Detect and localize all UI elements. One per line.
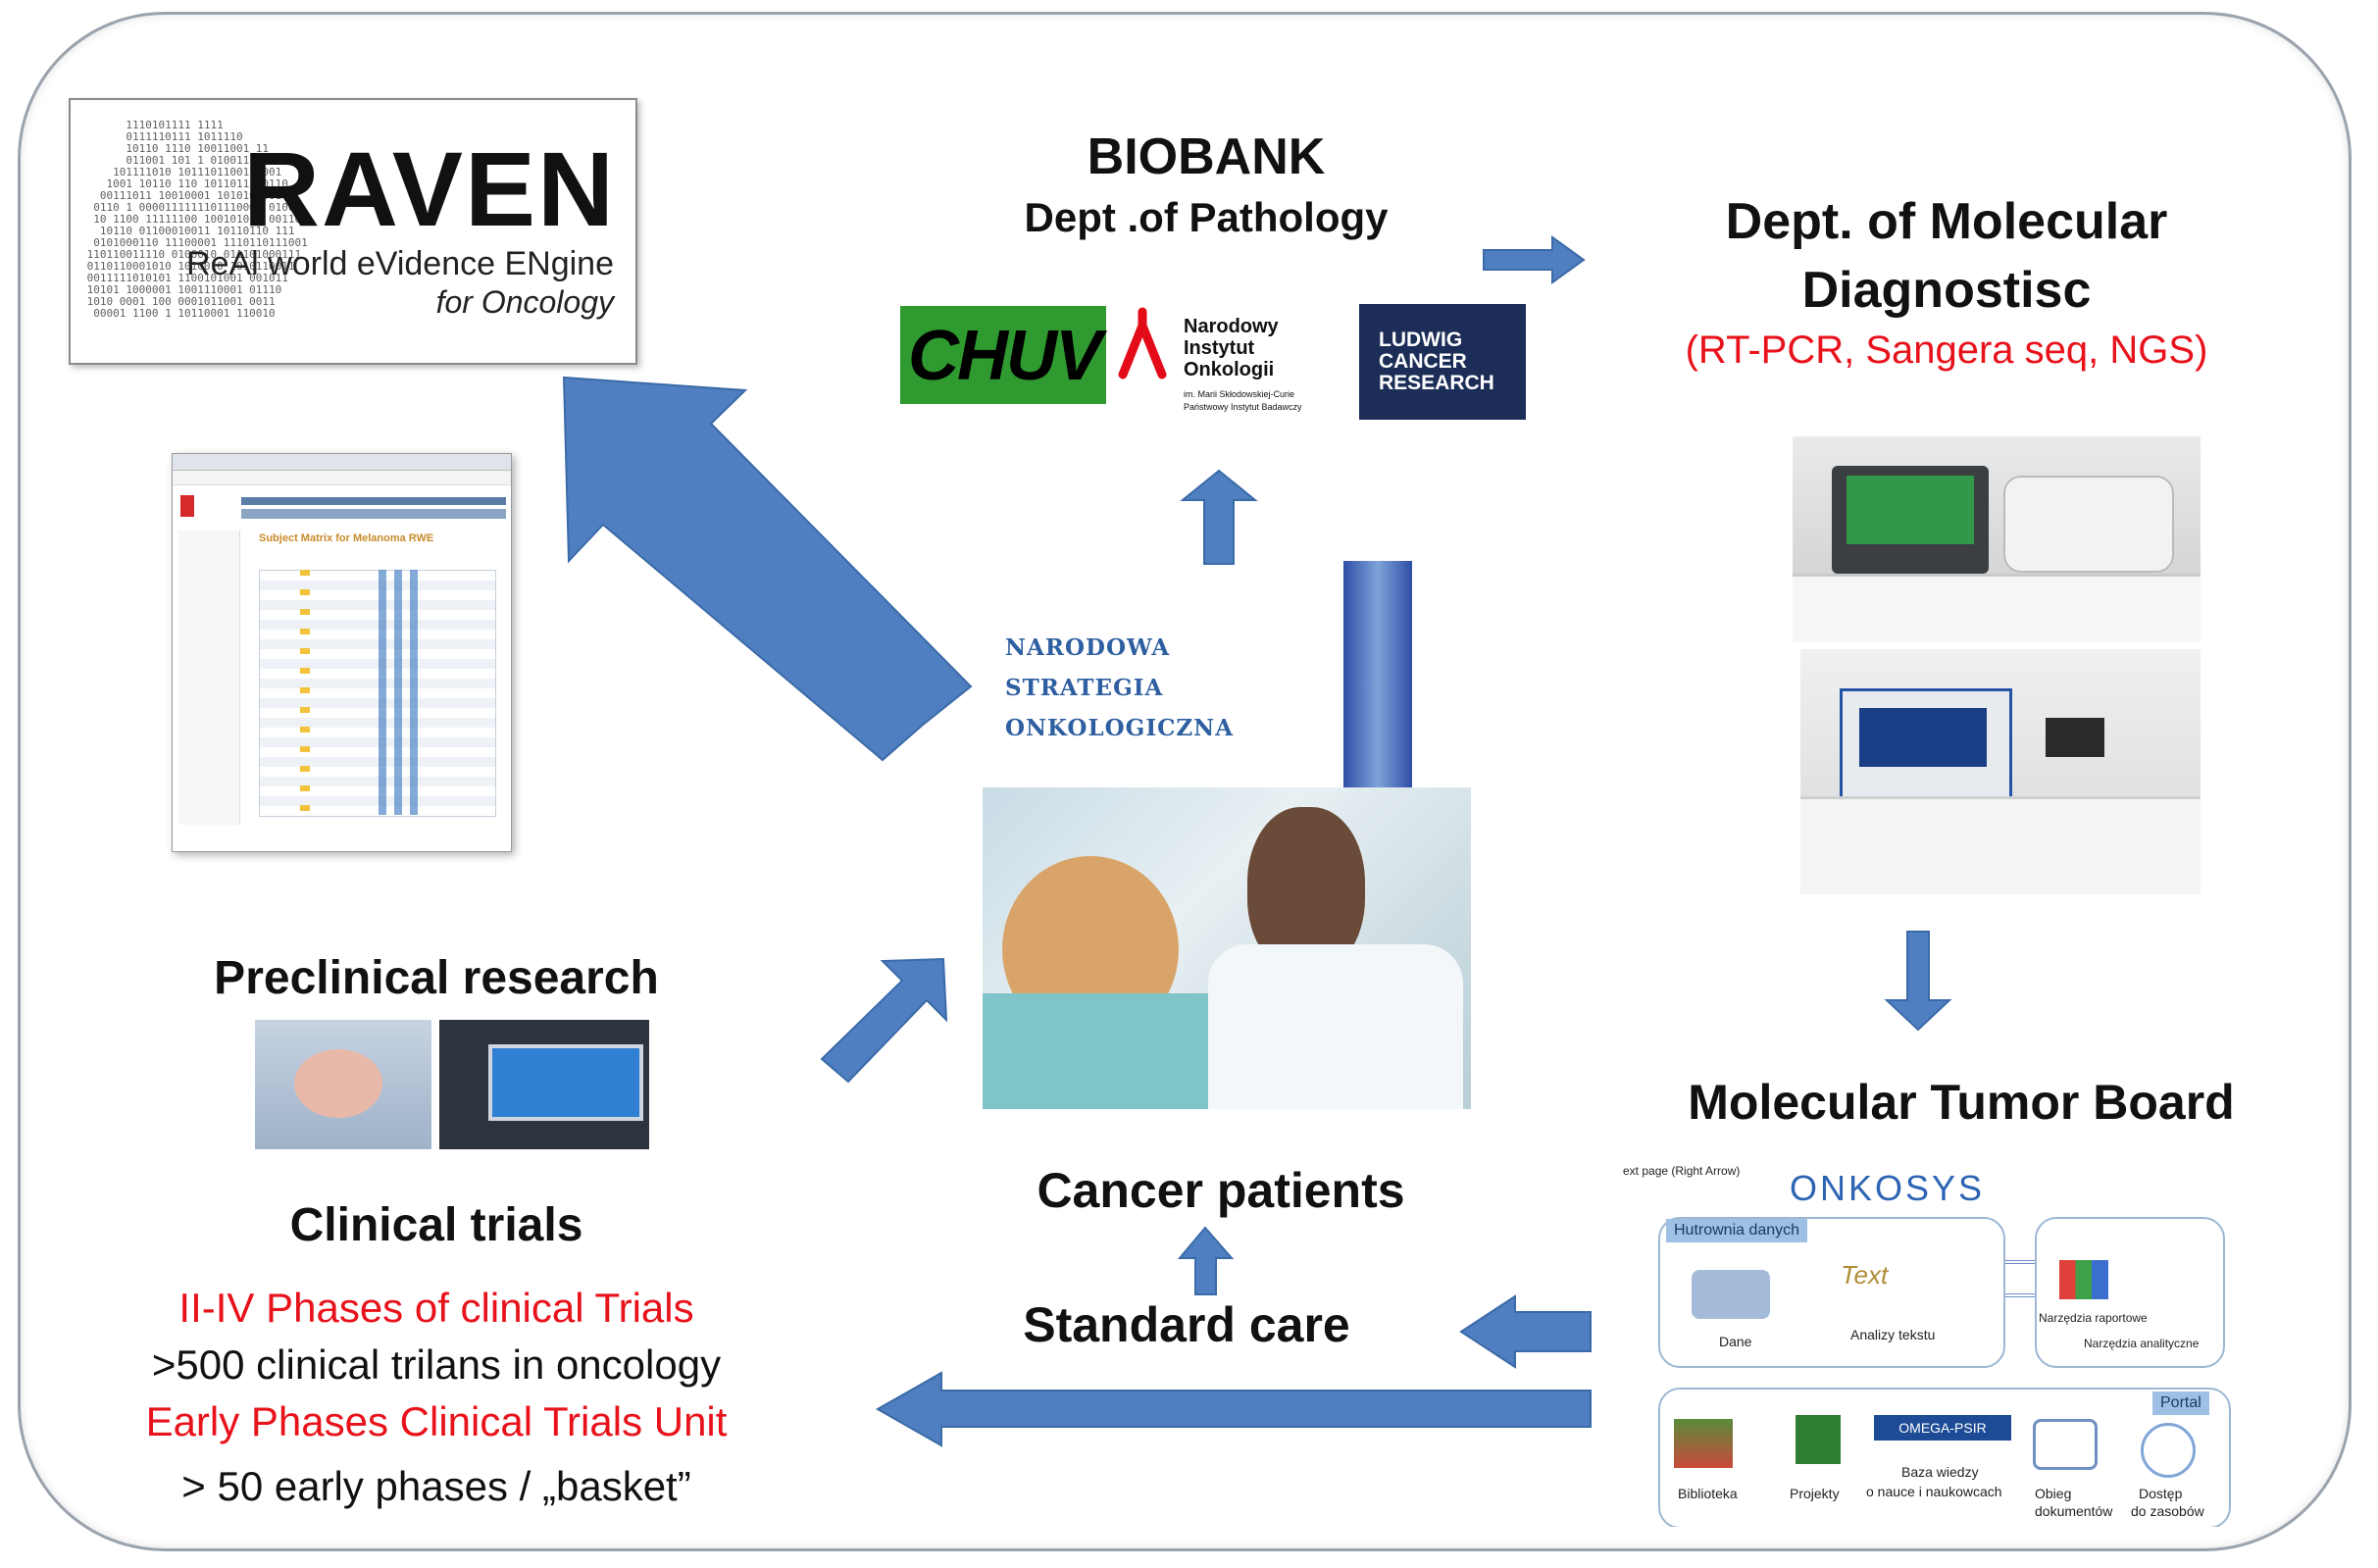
database-icon	[1692, 1270, 1770, 1319]
onkosys-tools-box	[2035, 1217, 2225, 1368]
clinical-line1: II-IV Phases of clinical Trials	[178, 1285, 694, 1331]
clinical-line3: Early Phases Clinical Trials Unit	[145, 1398, 728, 1444]
ludwig-line1: LUDWIG	[1379, 329, 1463, 351]
text-cloud-icon: Text	[1841, 1260, 1889, 1290]
molecular-methods: (RT-PCR, Sangera seq, NGS)	[1685, 329, 2208, 372]
cancer-patients-label: Cancer patients	[1037, 1163, 1405, 1218]
molecular-title-line2: Diagnostisc	[1801, 262, 2092, 319]
onkosys-logo: ONKOSYS	[1790, 1168, 1986, 1208]
onkosys-label-omega: OMEGA-PSIR	[1874, 1415, 2011, 1441]
nso-bar	[1343, 561, 1412, 796]
arrow-to-mtb	[1884, 931, 1952, 1032]
nso-line1: NARODOWA	[1005, 634, 1171, 661]
nso-line2: STRATEGIA	[1005, 675, 1164, 701]
nso-text: NARODOWA STRATEGIA ONKOLOGICZNA	[1005, 628, 1234, 748]
ludwig-line2: CANCER	[1379, 350, 1467, 373]
nio-line5: Państwowy Instytut Badawczy	[1184, 402, 1302, 412]
arrow-to-patients-diagonal	[820, 957, 948, 1084]
onkosys-label-baza1: Baza wiedzy	[1901, 1464, 1979, 1480]
onkosys-corner-note: ext page (Right Arrow)	[1623, 1164, 1741, 1178]
onkosys-label-dostep2: do zasobów	[2131, 1503, 2204, 1519]
lab-photo-1	[1793, 436, 2201, 642]
biobank-title: BIOBANK	[1087, 128, 1326, 185]
raven-subtitle-oncology: for Oncology	[435, 284, 614, 320]
onkosys-label-narz-raport: Narzędzia raportowe	[2039, 1311, 2148, 1325]
onkosys-section-portal: Portal	[2152, 1391, 2209, 1415]
lab-photo-2	[1800, 649, 2201, 894]
workflow-icon	[2033, 1419, 2098, 1470]
nio-line4: im. Marii Skłodowskiej-Curie	[1184, 389, 1295, 399]
onkosys-diagram: ext page (Right Arrow) ONKOSYS Hutrownia…	[1623, 1162, 2231, 1527]
projects-icon	[1796, 1415, 1841, 1464]
onkosys-label-obieg1: Obieg	[2035, 1486, 2072, 1501]
clinical-line2: >500 clinical trilans in oncology	[151, 1341, 722, 1388]
onkosys-label-narz-anal: Narzędzia analityczne	[2084, 1337, 2200, 1350]
raven-title: RAVEN	[242, 129, 616, 248]
arrow-to-biobank	[1180, 469, 1258, 565]
arrow-to-patients	[1177, 1226, 1235, 1295]
preclinical-photo	[255, 1020, 649, 1149]
nio-logo: Narodowy Instytut Onkologii im. Marii Sk…	[1113, 302, 1329, 420]
onkosys-portal-box	[1658, 1388, 2231, 1527]
arrow-to-raven	[562, 376, 973, 762]
onkosys-section-warehouse: Hutrownia danych	[1666, 1219, 1808, 1242]
onkosys-label-obieg2: dokumentów	[2035, 1503, 2113, 1519]
raven-subtitle: ReAl world eVidence ENgine	[186, 245, 614, 282]
ludwig-line3: RESEARCH	[1379, 372, 1494, 394]
onkosys-label-projekty: Projekty	[1790, 1486, 1840, 1501]
access-icon	[2141, 1423, 2196, 1478]
library-icon	[1674, 1419, 1733, 1468]
nio-line2: Instytut	[1184, 337, 1255, 359]
diagram-frame	[18, 12, 2352, 1551]
nio-line1: Narodowy	[1184, 316, 1279, 337]
onkosys-label-dostep1: Dostęp	[2139, 1486, 2183, 1501]
clinical-title: Clinical trials	[289, 1199, 583, 1251]
onkosys-label-biblioteka: Biblioteka	[1678, 1486, 1738, 1501]
onkosys-label-baza2: o nauce i naukowcach	[1866, 1484, 2002, 1499]
openclinica-screenshot: Subject Matrix for Melanoma RWE	[172, 453, 512, 852]
nio-line3: Onkologii	[1184, 359, 1275, 380]
onkosys-warehouse-box	[1658, 1217, 2005, 1368]
biobank-dept: Dept .of Pathology	[1024, 194, 1389, 240]
ludwig-logo: LUDWIG CANCER RESEARCH	[1359, 304, 1526, 420]
chart-icon	[2059, 1260, 2108, 1299]
patients-photo	[983, 787, 1471, 1109]
onkosys-label-dane: Dane	[1719, 1334, 1752, 1349]
binary-background: 1110101111 1111 0111110111 1011110 10110…	[86, 119, 308, 320]
mtb-title: Molecular Tumor Board	[1688, 1075, 2235, 1130]
raven-logo: 1110101111 1111 0111110111 1011110 10110…	[69, 98, 637, 365]
nso-line3: ONKOLOGICZNA	[1005, 715, 1235, 741]
molecular-title-line1: Dept. of Molecular	[1725, 193, 2168, 250]
onkosys-label-analizy: Analizy tekstu	[1850, 1327, 1936, 1342]
arrow-to-clinical-trials	[875, 1371, 1592, 1447]
arrow-to-molecular	[1483, 235, 1586, 284]
chuv-logo: CHUV	[900, 306, 1106, 404]
nio-mark-icon	[1118, 307, 1167, 379]
clinical-line4: > 50 early phases / „basket”	[181, 1463, 691, 1509]
arrow-to-standard-care	[1459, 1294, 1592, 1369]
link-icon	[2005, 1260, 2035, 1297]
openclinica-heading: Subject Matrix for Melanoma RWE	[259, 532, 434, 544]
standard-care-label: Standard care	[1023, 1297, 1350, 1352]
preclinical-title: Preclinical research	[214, 952, 659, 1004]
